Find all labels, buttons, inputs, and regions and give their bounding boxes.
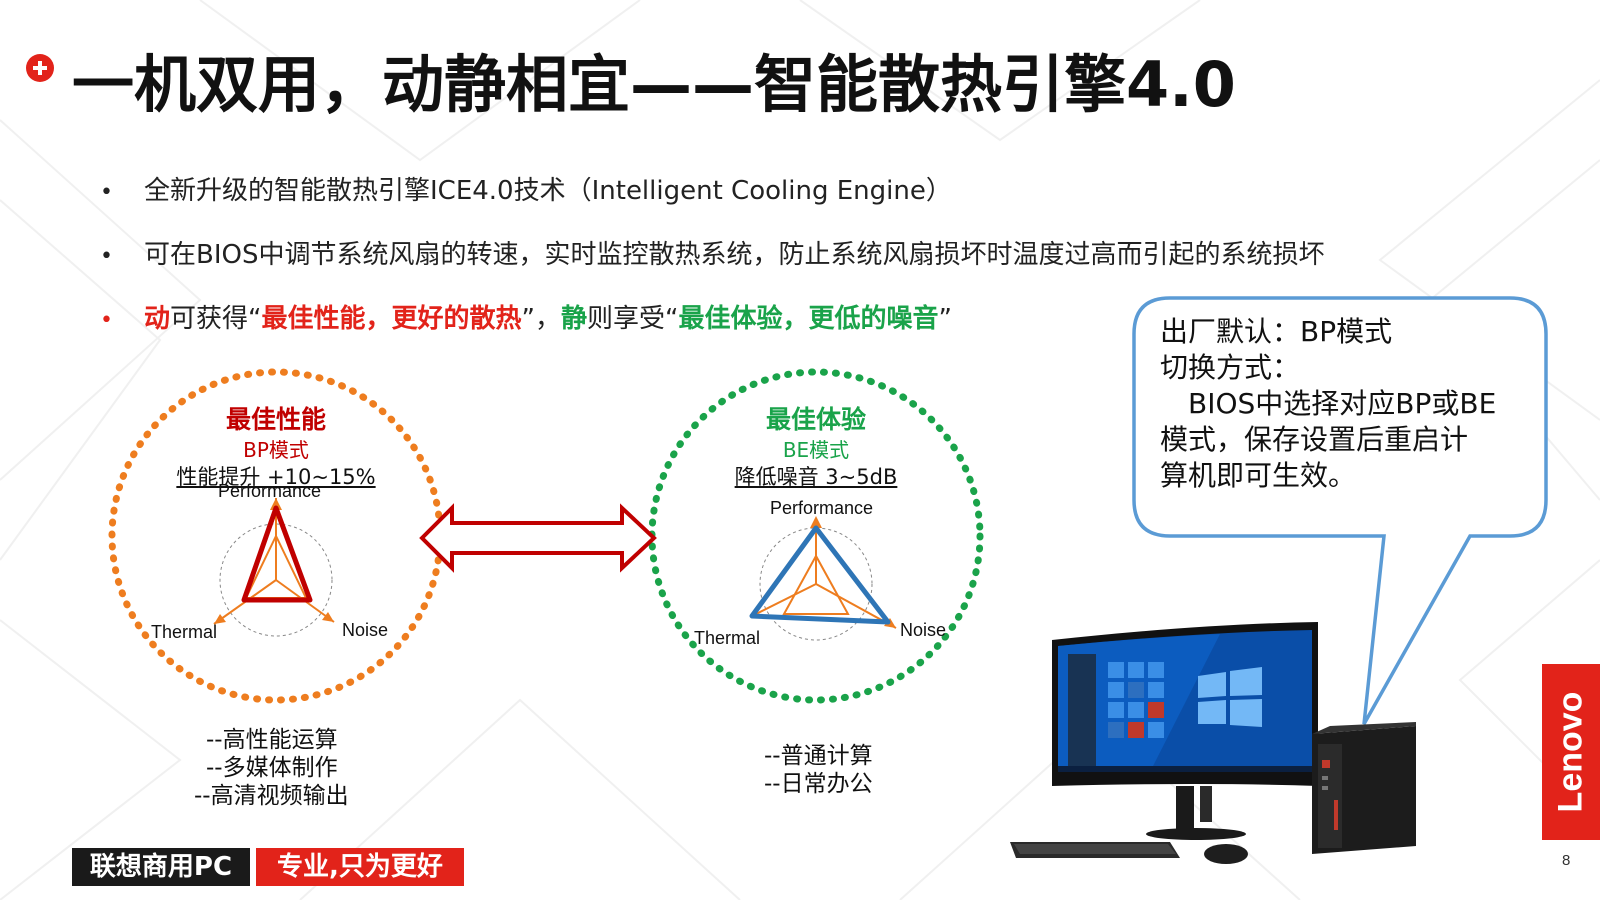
- left-panel-metric: 性能提升 +10~15%: [176, 465, 376, 489]
- bubble-content: 出厂默认：BP模式 切换方式： BIOS中选择对应BP或BE 模式，保存设置后重…: [1160, 314, 1540, 494]
- left-axis-thermal: Thermal: [151, 622, 218, 642]
- bullet-3-dong-rest: 可获得“: [170, 304, 262, 334]
- left-radar-chart-icon: [213, 498, 335, 637]
- bullet-3-end: ”: [938, 304, 952, 334]
- left-panel-title: 最佳性能: [225, 405, 326, 434]
- right-usage-1: --普通计算: [764, 743, 873, 769]
- bullet-2-text: 可在BIOS中调节系统风扇的转速，实时监控散热系统，防止系统风扇损坏时温度过高而…: [144, 240, 1325, 270]
- left-usage-3: --高清视频输出: [194, 783, 349, 809]
- lenovo-logo: Lenovo: [1542, 664, 1600, 840]
- bullet-marker: •: [100, 308, 113, 333]
- brand-slogan: 专业,只为更好: [256, 848, 464, 886]
- right-panel-mode: BE模式: [782, 438, 850, 462]
- right-axis-thermal: Thermal: [694, 628, 761, 648]
- page-number: 8: [1562, 852, 1571, 869]
- left-panel-mode: BP模式: [243, 438, 309, 462]
- plus-circle-icon: [26, 54, 54, 82]
- bullet-2: • 可在BIOS中调节系统风扇的转速，实时监控散热系统，防止系统风扇损坏时温度过高…: [100, 234, 1324, 271]
- bubble-line-5: 算机即可生效。: [1160, 459, 1357, 492]
- bullet-marker: •: [100, 244, 113, 269]
- left-axis-noise: Noise: [342, 620, 389, 640]
- left-usage-1: --高性能运算: [206, 727, 338, 753]
- bullet-3-perf-phrase: 最佳性能，更好的散热: [261, 304, 522, 334]
- right-radar-chart-icon: [749, 516, 897, 641]
- left-axis-performance: Performance: [218, 481, 322, 501]
- lenovo-logo-text: Lenovo: [1551, 691, 1590, 813]
- page-title: 一机双用，动静相宜——智能散热引擎4.0: [72, 48, 1236, 121]
- bubble-line-3: BIOS中选择对应BP或BE: [1160, 387, 1497, 420]
- right-usage-2: --日常办公: [764, 771, 873, 797]
- bullet-1-text: 全新升级的智能散热引擎ICE4.0技术（Intelligent Cooling …: [144, 176, 952, 206]
- bubble-line-1: 出厂默认：BP模式: [1160, 315, 1393, 348]
- bullet-marker: •: [100, 180, 113, 205]
- bullet-3-dong: 动: [144, 304, 171, 334]
- right-panel-title: 最佳体验: [765, 405, 866, 434]
- bullet-3-jing: 静: [561, 304, 588, 334]
- right-axis-noise: Noise: [900, 620, 947, 640]
- bubble-line-2: 切换方式：: [1160, 351, 1301, 384]
- left-usage-2: --多媒体制作: [206, 755, 338, 781]
- bubble-line-4: 模式，保存设置后重启计: [1160, 423, 1469, 456]
- bullet-3-jing-rest: 则享受“: [587, 304, 679, 334]
- bullet-1: • 全新升级的智能散热引擎ICE4.0技术（Intelligent Cooling…: [100, 170, 952, 207]
- desktop-pc-image: [1010, 622, 1416, 864]
- bullet-3-exp-phrase: 最佳体验，更低的噪音: [678, 304, 939, 334]
- double-arrow-icon: [419, 503, 657, 573]
- right-axis-performance: Performance: [770, 498, 874, 518]
- bullet-3: • 动可获得“最佳性能，更好的散热”，静则享受“最佳体验，更低的噪音”: [100, 298, 952, 335]
- speech-bubble: [1132, 296, 1548, 725]
- bullet-3-mid: ”，: [521, 304, 561, 334]
- brand-label: 联想商用PC: [72, 848, 250, 886]
- right-panel-metric: 降低噪音 3~5dB: [734, 465, 898, 489]
